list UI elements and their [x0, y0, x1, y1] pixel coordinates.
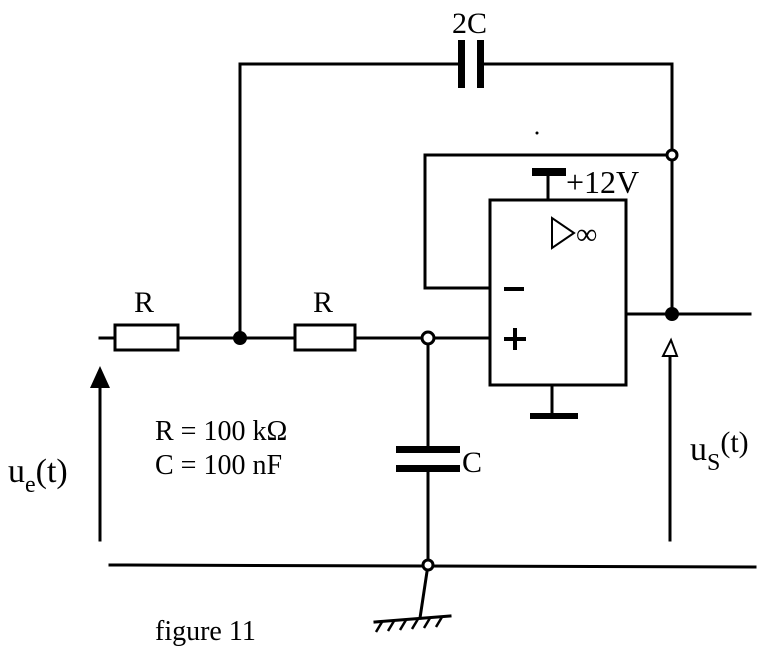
- output-voltage-arrowhead-icon: [661, 337, 679, 357]
- node-a: [233, 331, 247, 345]
- node-b: [420, 330, 436, 346]
- ground-stem: [418, 563, 430, 620]
- output-voltage-label: uS(t): [690, 426, 749, 476]
- r-value-label: R = 100 kΩ: [155, 416, 287, 447]
- opamp-minus-sign: [504, 287, 524, 291]
- node-output: [665, 307, 679, 321]
- capacitor-2c: [458, 40, 484, 88]
- resistor-1: [113, 323, 180, 352]
- input-voltage-arrowhead-icon: [90, 366, 110, 388]
- supply-bar: [532, 168, 566, 176]
- node-ground: [421, 558, 435, 572]
- capacitor-c-label: C: [462, 446, 482, 479]
- stray-dot: [535, 131, 539, 135]
- supply-label: +12V: [566, 164, 639, 200]
- resistor-2-label: R: [313, 286, 333, 319]
- ground-symbol: [373, 614, 452, 633]
- capacitor-2c-label: 2C: [452, 7, 487, 40]
- ground-supply-bar: [530, 413, 578, 419]
- resistor-1-label: R: [134, 286, 154, 319]
- input-voltage-label: ue(t): [8, 453, 68, 498]
- capacitor-c: [396, 446, 460, 472]
- opamp-plus-sign: [504, 328, 526, 350]
- figure-caption: figure 11: [155, 616, 256, 647]
- resistor-2: [293, 323, 357, 352]
- c-value-label: C = 100 nF: [155, 450, 282, 481]
- node-feedback: [665, 148, 679, 162]
- opamp-infinity: ∞: [576, 218, 597, 251]
- opamp-triangle-icon: [551, 216, 576, 250]
